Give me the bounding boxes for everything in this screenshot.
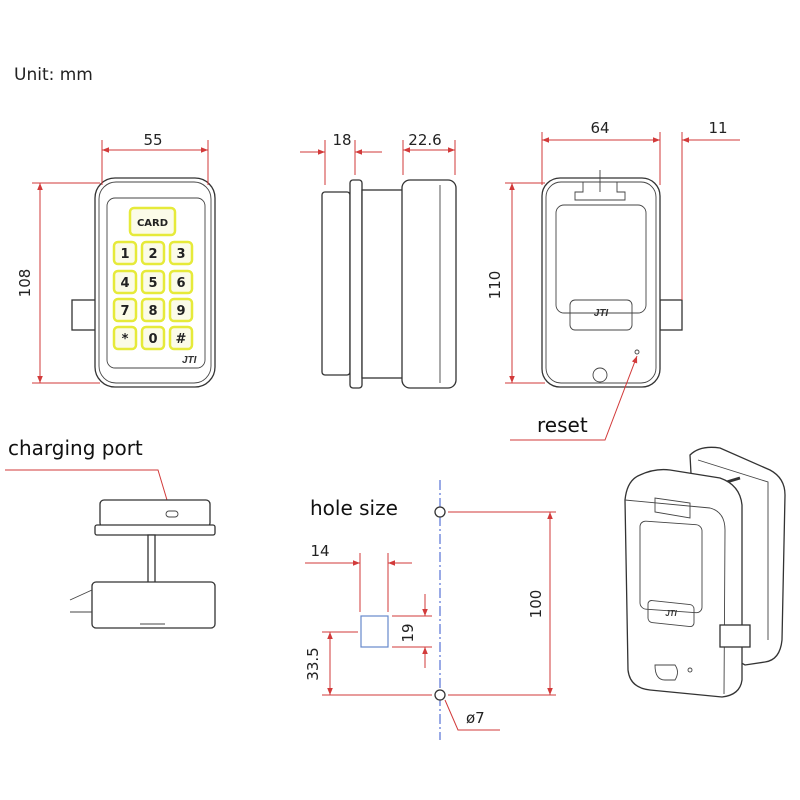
back-logo: JTI <box>594 308 609 319</box>
charging-view: charging port <box>5 436 216 629</box>
keypad-key-label: 5 <box>148 276 157 291</box>
offset-dim: 33.5 <box>304 647 322 680</box>
keypad-key <box>112 325 138 351</box>
keypad-key-label: 0 <box>148 332 157 347</box>
unit-label: Unit: mm <box>14 65 93 85</box>
perspective-logo: JTI <box>665 609 677 618</box>
diameter-dim: ø7 <box>466 709 485 727</box>
keypad-key <box>112 269 138 295</box>
bolt <box>71 299 97 331</box>
keypad-key <box>168 297 194 323</box>
keypad-key <box>140 325 166 351</box>
height-dim: 108 <box>16 269 34 298</box>
keypad-key-label: 4 <box>120 276 129 291</box>
keypad-key <box>168 269 194 295</box>
hole-size-view: hole size 100 14 19 33.5 ø7 <box>304 480 556 740</box>
side-dim-a: 18 <box>332 131 351 149</box>
width-dim: 55 <box>143 131 162 149</box>
side-view: 18 22.6 <box>300 131 457 389</box>
hole-size-title: hole size <box>310 496 398 520</box>
square-width-dim: 14 <box>310 542 329 560</box>
keypad-key-label: 9 <box>176 304 185 319</box>
keypad-key-label: # <box>176 332 187 347</box>
keypad-key-label: 7 <box>120 304 129 319</box>
card-area <box>128 206 177 237</box>
back-height-dim: 110 <box>486 271 504 300</box>
keypad-key <box>140 269 166 295</box>
keypad-key <box>112 240 138 266</box>
keypad-key-label: * <box>122 332 129 347</box>
keypad: 1 2 3 4 5 6 7 8 9 * 0 # <box>112 240 194 351</box>
keypad-key-label: 6 <box>176 276 185 291</box>
front-view: CARD 1 2 3 4 5 6 7 8 9 * 0 # JTI 55 108 <box>16 131 216 388</box>
brand-logo: JTI <box>182 355 197 366</box>
keypad-key-label: 8 <box>148 304 157 319</box>
spacing-dim: 100 <box>527 590 545 619</box>
square-hole <box>360 615 389 648</box>
reset-label: reset <box>537 413 588 437</box>
keypad-key-label: 3 <box>176 247 185 262</box>
side-dim-b: 22.6 <box>408 131 441 149</box>
back-view: JTI 64 11 110 reset <box>486 119 740 441</box>
keypad-key-label: 2 <box>148 247 157 262</box>
keypad-key <box>168 325 194 351</box>
keypad-key <box>112 297 138 323</box>
back-width-dim: 64 <box>590 119 609 137</box>
keypad-key <box>140 240 166 266</box>
keypad-key-label: 1 <box>120 247 129 262</box>
card-label: CARD <box>137 218 168 229</box>
keypad-key <box>140 297 166 323</box>
bolt-dim: 11 <box>708 119 727 137</box>
perspective-view: JTI <box>624 446 786 698</box>
keypad-key <box>168 240 194 266</box>
square-height-dim: 19 <box>399 623 417 642</box>
charging-port-label: charging port <box>8 436 143 460</box>
